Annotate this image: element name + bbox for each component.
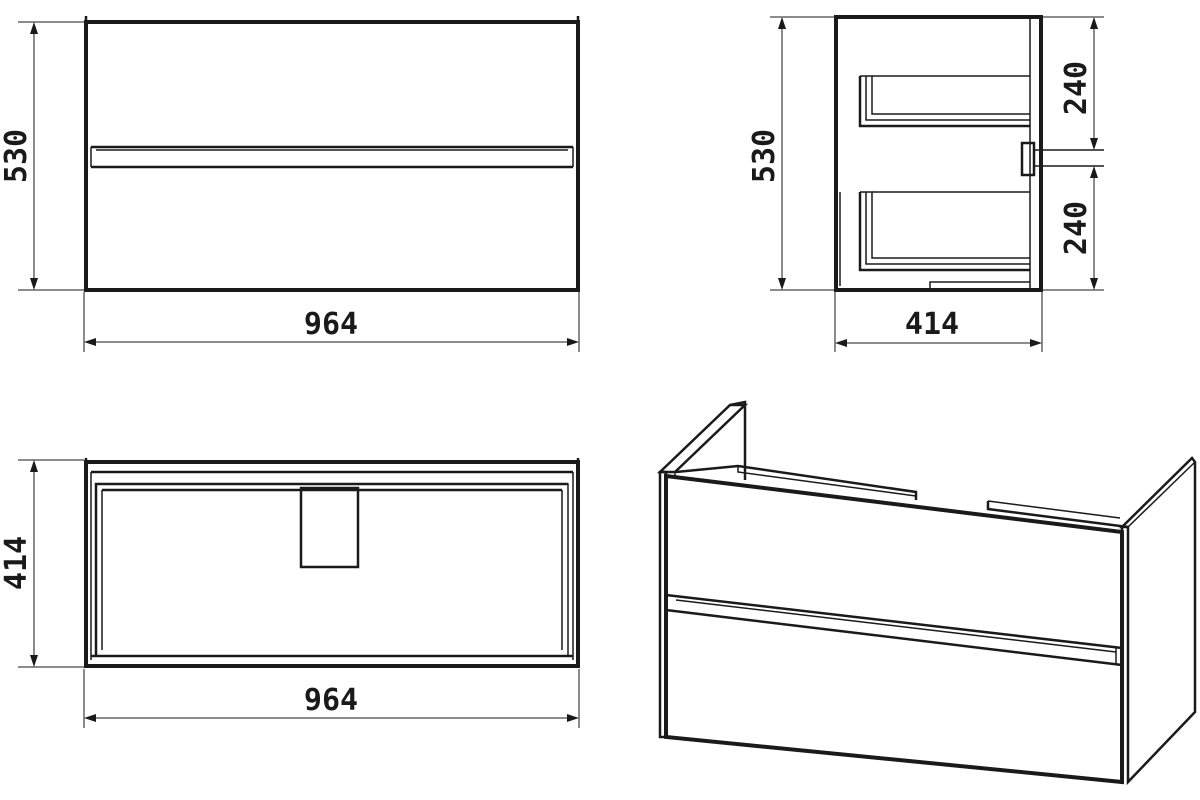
side-height-label: 530 bbox=[747, 129, 782, 183]
side-drawer-top-label: 240 bbox=[1059, 61, 1094, 115]
top-view: 414 964 bbox=[0, 458, 580, 728]
front-view-width-dimension: 964 bbox=[83, 292, 580, 352]
top-view-body bbox=[84, 458, 580, 668]
side-view-width-dimension: 414 bbox=[834, 292, 1043, 352]
front-view-body bbox=[84, 16, 580, 292]
side-view-height-dimension: 530 bbox=[747, 16, 834, 291]
front-height-label: 530 bbox=[0, 129, 34, 183]
side-view: 530 240 240 414 bbox=[747, 15, 1104, 352]
top-depth-label: 414 bbox=[0, 536, 34, 590]
side-view-body bbox=[834, 15, 1104, 292]
isometric-view bbox=[656, 400, 1197, 786]
front-view-height-dimension: 530 bbox=[0, 21, 84, 291]
side-view-drawer-top-dimension: 240 bbox=[1043, 16, 1104, 150]
front-view: 530 964 bbox=[0, 16, 580, 352]
top-view-depth-dimension: 414 bbox=[0, 459, 84, 668]
front-width-label: 964 bbox=[304, 307, 358, 342]
side-view-drawer-bottom-dimension: 240 bbox=[1043, 166, 1104, 291]
top-view-width-dimension: 964 bbox=[83, 669, 580, 728]
side-drawer-bottom-label: 240 bbox=[1059, 201, 1094, 255]
side-width-label: 414 bbox=[905, 307, 959, 342]
top-width-label: 964 bbox=[304, 683, 358, 718]
